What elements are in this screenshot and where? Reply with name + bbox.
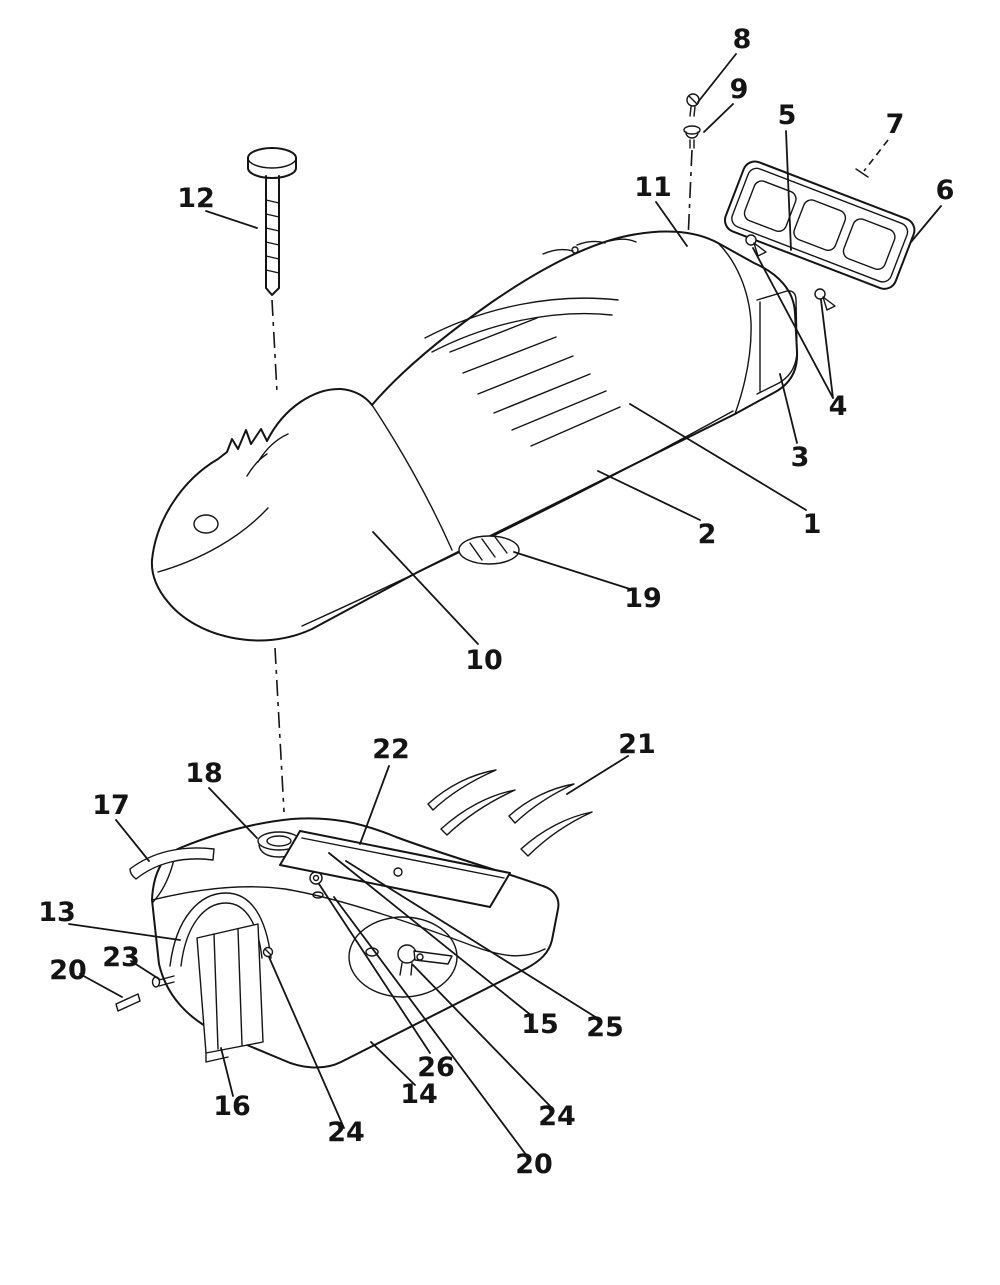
part-label-15: 15 bbox=[521, 1009, 559, 1040]
seat-vent-hole bbox=[571, 246, 579, 254]
part-label-21: 21 bbox=[618, 729, 656, 760]
part-label-22: 22 bbox=[372, 734, 410, 765]
part-label-1: 1 bbox=[803, 509, 822, 540]
dipstick-threads bbox=[265, 199, 280, 274]
part-label-3: 3 bbox=[791, 442, 810, 473]
part-labels: 8 9 5 7 6 11 12 4 3 1 2 19 10 22 21 18 1… bbox=[38, 24, 954, 1180]
bolt-23-shaft bbox=[158, 975, 175, 987]
seat-vent-slits bbox=[542, 238, 637, 255]
part-label-26: 26 bbox=[417, 1052, 455, 1083]
seat-front-cushion-edge bbox=[371, 404, 453, 551]
access-plate bbox=[279, 830, 511, 908]
part-label-18: 18 bbox=[185, 758, 223, 789]
plate-hole bbox=[393, 867, 403, 877]
mount-bracket bbox=[196, 923, 274, 1063]
drain-grommet bbox=[458, 535, 520, 565]
seat-nose-crease bbox=[157, 433, 289, 573]
panel-hole-1 bbox=[743, 180, 797, 233]
pin-1 bbox=[745, 234, 757, 246]
gasket-small bbox=[312, 891, 324, 899]
panel-screw-7 bbox=[855, 168, 869, 178]
petcock-lever bbox=[413, 950, 453, 965]
part-label-9: 9 bbox=[730, 74, 749, 105]
part-label-5: 5 bbox=[778, 100, 797, 131]
arch-outer bbox=[169, 892, 272, 967]
rub-strips bbox=[427, 769, 593, 857]
centerline-dipstick-to-seat bbox=[271, 299, 285, 813]
dipstick-cap-top bbox=[247, 157, 297, 169]
bracket-ribs bbox=[205, 928, 243, 1063]
pin-2-tip bbox=[822, 296, 836, 311]
tank-recess-circle bbox=[348, 916, 458, 998]
petcock-outlet bbox=[399, 962, 413, 976]
part-label-14: 14 bbox=[400, 1079, 438, 1110]
part-label-13: 13 bbox=[38, 897, 76, 928]
seat-cushion-seams bbox=[424, 297, 619, 353]
part-label-24-left: 24 bbox=[327, 1117, 365, 1148]
panel-hole-2 bbox=[793, 199, 847, 252]
vent-hose bbox=[129, 847, 215, 880]
washer-26-inner bbox=[312, 874, 320, 882]
seat-hinge-flap bbox=[756, 290, 798, 395]
part-label-20-left: 20 bbox=[49, 955, 87, 986]
leaders bbox=[68, 53, 942, 1157]
leader-7-dashed bbox=[863, 139, 889, 172]
strip-3 bbox=[508, 783, 575, 824]
tank-top-edge bbox=[151, 886, 546, 957]
seat-outline bbox=[150, 230, 799, 642]
panel-inner-frame bbox=[731, 167, 909, 283]
plate-edge-line bbox=[301, 837, 505, 879]
strip-4 bbox=[520, 811, 593, 857]
pin-2 bbox=[814, 288, 826, 300]
part-label-20-bottom: 20 bbox=[515, 1149, 553, 1180]
part-label-19: 19 bbox=[624, 583, 662, 614]
screw-slot bbox=[688, 95, 698, 117]
drain-grommet-hatch bbox=[469, 536, 508, 561]
strip-1 bbox=[427, 769, 497, 811]
part-label-8: 8 bbox=[733, 24, 752, 55]
panel-outer-frame bbox=[723, 160, 916, 290]
filler-cap bbox=[257, 831, 301, 858]
leader-lines bbox=[68, 53, 942, 1157]
part-label-25: 25 bbox=[586, 1012, 624, 1043]
seat-assembly bbox=[150, 230, 799, 642]
part-label-11: 11 bbox=[634, 172, 672, 203]
part-label-16: 16 bbox=[213, 1091, 251, 1122]
panel-hole-3 bbox=[842, 218, 896, 271]
backrest-panel bbox=[723, 160, 916, 290]
grommet-washer bbox=[683, 125, 701, 135]
part-label-4: 4 bbox=[829, 391, 848, 422]
part-label-24-bottom: 24 bbox=[538, 1101, 576, 1132]
pin-1-tip bbox=[753, 242, 767, 257]
left-hardware bbox=[115, 975, 175, 1012]
dipstick-shaft bbox=[265, 175, 280, 296]
part-label-10: 10 bbox=[465, 645, 503, 676]
seat-base-edge bbox=[301, 410, 734, 627]
part-label-7: 7 bbox=[886, 109, 905, 140]
seat-nose-hole bbox=[193, 514, 219, 534]
bracket-body bbox=[196, 923, 264, 1054]
part-label-17: 17 bbox=[92, 790, 130, 821]
centerline-screw-to-seat bbox=[687, 149, 693, 241]
part-label-23: 23 bbox=[102, 942, 140, 973]
bracket-screw-slot bbox=[264, 948, 272, 956]
panel-pins bbox=[745, 168, 869, 311]
petcock bbox=[365, 944, 453, 976]
cap-inner bbox=[266, 835, 292, 847]
dipstick-cap bbox=[247, 147, 297, 179]
centerline bbox=[271, 149, 693, 813]
part-label-2: 2 bbox=[698, 519, 717, 550]
seat-rear-face-curve bbox=[717, 242, 752, 415]
seat-cushion-hatching bbox=[449, 317, 621, 447]
hinge-screw-set bbox=[683, 93, 701, 149]
part-label-12: 12 bbox=[177, 183, 215, 214]
grommet-washer-body bbox=[685, 131, 699, 149]
strip-2 bbox=[440, 789, 516, 836]
dipstick bbox=[247, 147, 297, 296]
fitting-20 bbox=[115, 993, 141, 1012]
petcock-pivot bbox=[416, 953, 424, 961]
part-label-6: 6 bbox=[936, 175, 955, 206]
petcock-body bbox=[397, 944, 417, 964]
